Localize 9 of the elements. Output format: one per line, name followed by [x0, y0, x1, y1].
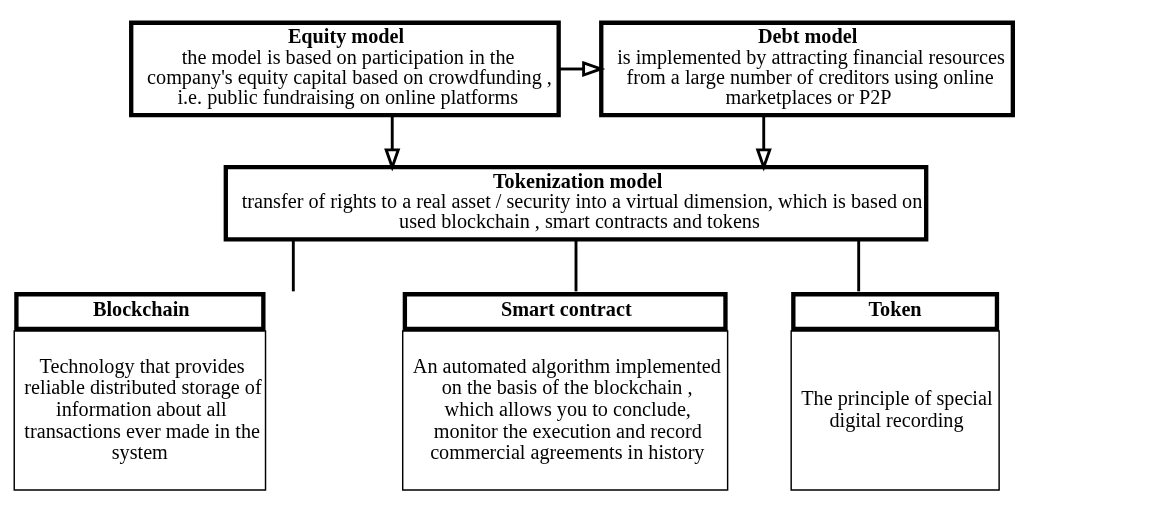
node-box: Debt model is implemented by attracting financial resources from a large number of creditors using online marketplaces or P2P	[599, 20, 1015, 118]
arrow	[559, 60, 606, 78]
arrow	[384, 115, 401, 172]
connector	[574, 239, 578, 292]
connector	[291, 239, 295, 292]
connector	[857, 239, 861, 292]
arrow	[755, 115, 772, 172]
node-box: Tokenization model transfer of rights to a real asset / security into a virtual dimension, which is based on used blockchain , smart contracts and tokens	[223, 165, 929, 242]
node-box: Equity model the model is based on participation in the company's equity capital based on crowdfunding , i.e. public fundraising on online platforms	[129, 20, 561, 118]
